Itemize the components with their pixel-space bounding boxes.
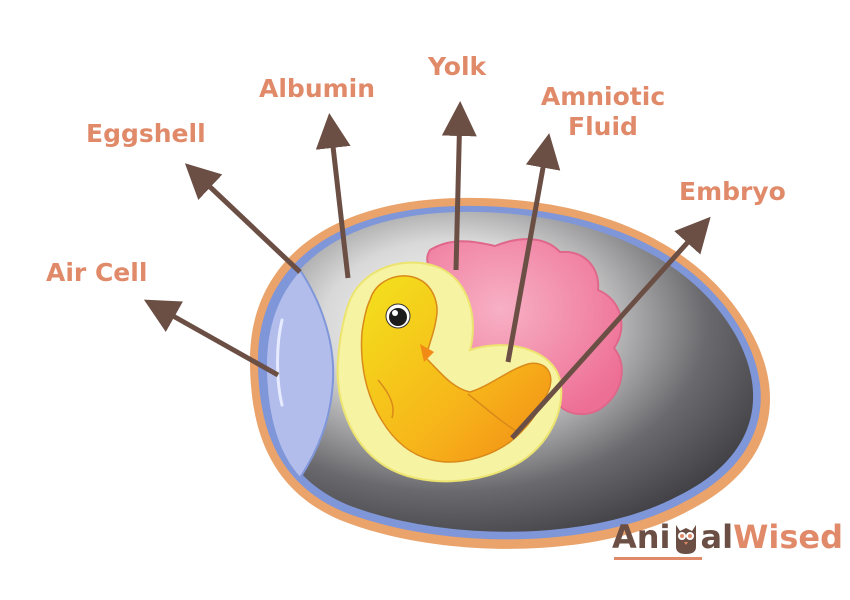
label-amniotic-fluid: Amniotic Fluid bbox=[540, 82, 666, 142]
arrow-air-cell bbox=[143, 299, 280, 378]
label-amniotic-line2: Fluid bbox=[568, 112, 638, 141]
arrow-eggshell bbox=[184, 163, 302, 274]
logo-text-wised: Wised bbox=[733, 518, 843, 556]
arrow-amniotic-fluid bbox=[505, 133, 561, 363]
logo-text-al: al bbox=[700, 518, 734, 556]
label-albumin: Albumin bbox=[259, 74, 376, 103]
embryo-eye bbox=[385, 303, 411, 329]
label-air-cell: Air Cell bbox=[46, 258, 148, 287]
embryo-beak bbox=[420, 344, 434, 362]
label-embryo: Embryo bbox=[679, 177, 786, 206]
label-yolk: Yolk bbox=[428, 52, 487, 81]
air-cell-highlight bbox=[276, 318, 284, 407]
logo-text-ani: Ani bbox=[612, 518, 671, 556]
logo-underline bbox=[614, 557, 702, 560]
label-eggshell: Eggshell bbox=[86, 119, 206, 148]
embryo-body bbox=[360, 275, 552, 463]
animalwised-logo: Ani alWised bbox=[612, 515, 843, 565]
arrow-albumin bbox=[315, 113, 351, 279]
embryo-leg bbox=[467, 393, 519, 433]
arrow-embryo bbox=[510, 216, 711, 440]
embryo-wing bbox=[377, 379, 394, 419]
arrow-yolk bbox=[441, 101, 477, 271]
owl-icon bbox=[675, 525, 696, 554]
label-amniotic-line1: Amniotic bbox=[540, 82, 666, 111]
